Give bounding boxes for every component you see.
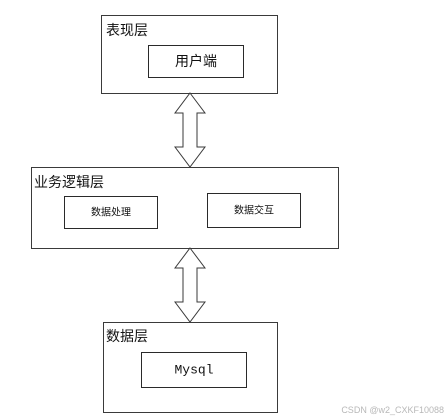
client-component-box — [148, 45, 244, 78]
data-processing-box — [64, 196, 158, 229]
data-processing-label: 数据处理 — [91, 206, 131, 219]
data-interaction-box — [207, 193, 301, 228]
mysql-component-label: Mysql — [174, 363, 213, 378]
data-layer-title: 数据层 — [106, 329, 148, 345]
watermark-text: CSDN @w2_CXKF10088 — [341, 405, 444, 415]
presentation-layer-title: 表现层 — [106, 23, 148, 39]
double-arrow-bottom — [174, 247, 206, 323]
presentation-layer: 表现层 用户端 — [101, 15, 278, 94]
data-interaction-label: 数据交互 — [234, 204, 274, 217]
data-layer: 数据层 Mysql — [103, 322, 278, 413]
mysql-component-box — [141, 352, 247, 388]
business-layer-title: 业务逻辑层 — [34, 175, 104, 191]
double-arrow-top — [174, 92, 206, 168]
business-layer: 业务逻辑层 数据处理 数据交互 — [31, 167, 339, 249]
client-component-label: 用户端 — [175, 53, 217, 70]
